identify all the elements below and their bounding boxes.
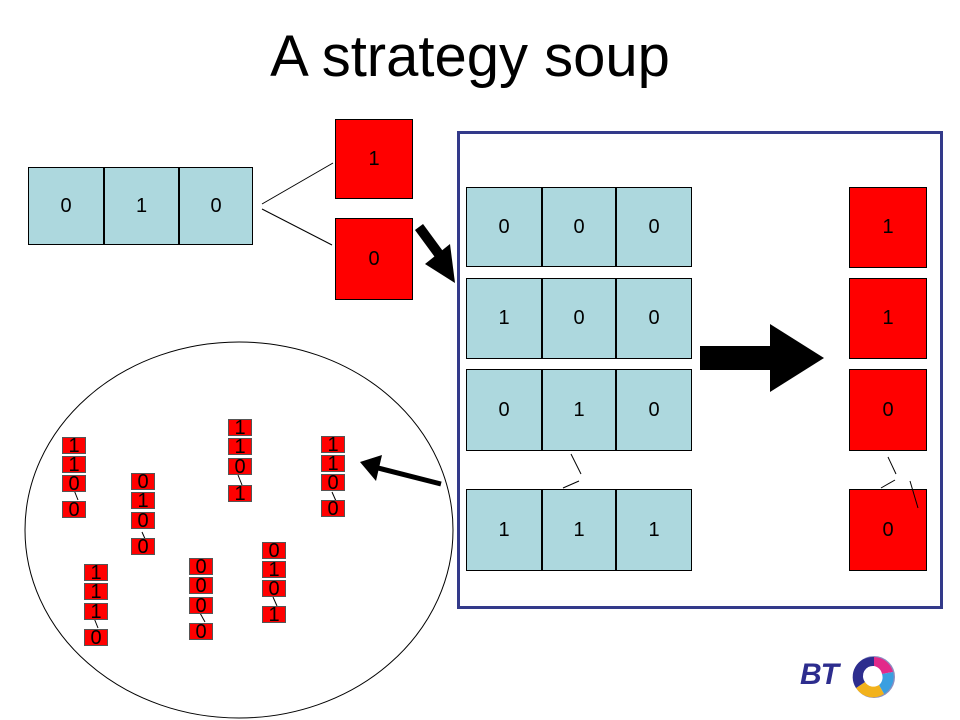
table-bit: 1	[542, 369, 616, 451]
table-bit: 1	[542, 489, 616, 571]
soup-ellipse	[24, 341, 454, 719]
table-bit: 0	[466, 369, 542, 451]
soup-bit: 1	[321, 454, 345, 474]
arrow-into-table	[414, 224, 455, 283]
soup-bit: 0	[228, 457, 252, 477]
soup-bit: 0	[131, 511, 155, 531]
soup-bit: 1	[62, 436, 86, 456]
soup-bit: 0	[84, 628, 108, 648]
table-output: 1	[849, 187, 927, 268]
table-bit: 0	[616, 278, 692, 359]
table-output: 1	[849, 278, 927, 359]
soup-bit: 0	[321, 499, 345, 519]
soup-bit: 0	[189, 576, 213, 596]
branch-outcome-top: 1	[335, 119, 413, 199]
soup-bit: 0	[189, 622, 213, 642]
bt-logo: BT	[800, 652, 900, 702]
ellipsis-mark-outputs	[880, 456, 919, 509]
soup-bit: 0	[131, 537, 155, 557]
table-bit: 0	[542, 278, 616, 359]
soup-bit: 1	[262, 605, 286, 625]
soup-bit: 1	[228, 418, 252, 438]
table-bit: 0	[616, 187, 692, 267]
soup-bit: 0	[62, 500, 86, 520]
bt-piper-logo-icon	[852, 656, 895, 698]
table-output: 0	[849, 369, 927, 451]
table-output: 0	[849, 489, 927, 571]
soup-bit: 0	[262, 541, 286, 561]
arrow-to-outputs	[700, 324, 824, 392]
soup-bit: 1	[262, 560, 286, 580]
soup-bit: 0	[321, 473, 345, 493]
soup-bit: 0	[131, 472, 155, 492]
fork-line-down	[261, 208, 333, 246]
input-bit: 1	[104, 167, 179, 245]
soup-bit: 1	[228, 484, 252, 504]
slide-title: A strategy soup	[270, 24, 670, 89]
input-bit: 0	[179, 167, 253, 245]
input-bit: 0	[28, 167, 104, 245]
arrow-to-soup	[360, 455, 442, 487]
table-bit: 1	[616, 489, 692, 571]
soup-bit: 0	[189, 557, 213, 577]
soup-bit: 0	[262, 579, 286, 599]
ellipsis-mark-bits	[562, 453, 582, 489]
strategy-frame	[457, 131, 943, 609]
table-bit: 0	[542, 187, 616, 267]
soup-bit: 1	[84, 602, 108, 622]
soup-bit: 0	[189, 596, 213, 616]
soup-bit: 1	[228, 437, 252, 457]
soup-bit: 1	[84, 582, 108, 602]
table-bit: 0	[616, 369, 692, 451]
table-bit: 1	[466, 278, 542, 359]
table-bit: 1	[466, 489, 542, 571]
soup-bit: 1	[321, 435, 345, 455]
soup-bit: 1	[131, 491, 155, 511]
table-bit: 0	[466, 187, 542, 267]
soup-bit: 1	[84, 563, 108, 583]
soup-bit: 1	[62, 455, 86, 475]
soup-bit: 0	[62, 474, 86, 494]
fork-line-up	[261, 162, 334, 205]
bt-logo-text: BT	[800, 658, 839, 691]
branch-outcome-bottom: 0	[335, 218, 413, 300]
